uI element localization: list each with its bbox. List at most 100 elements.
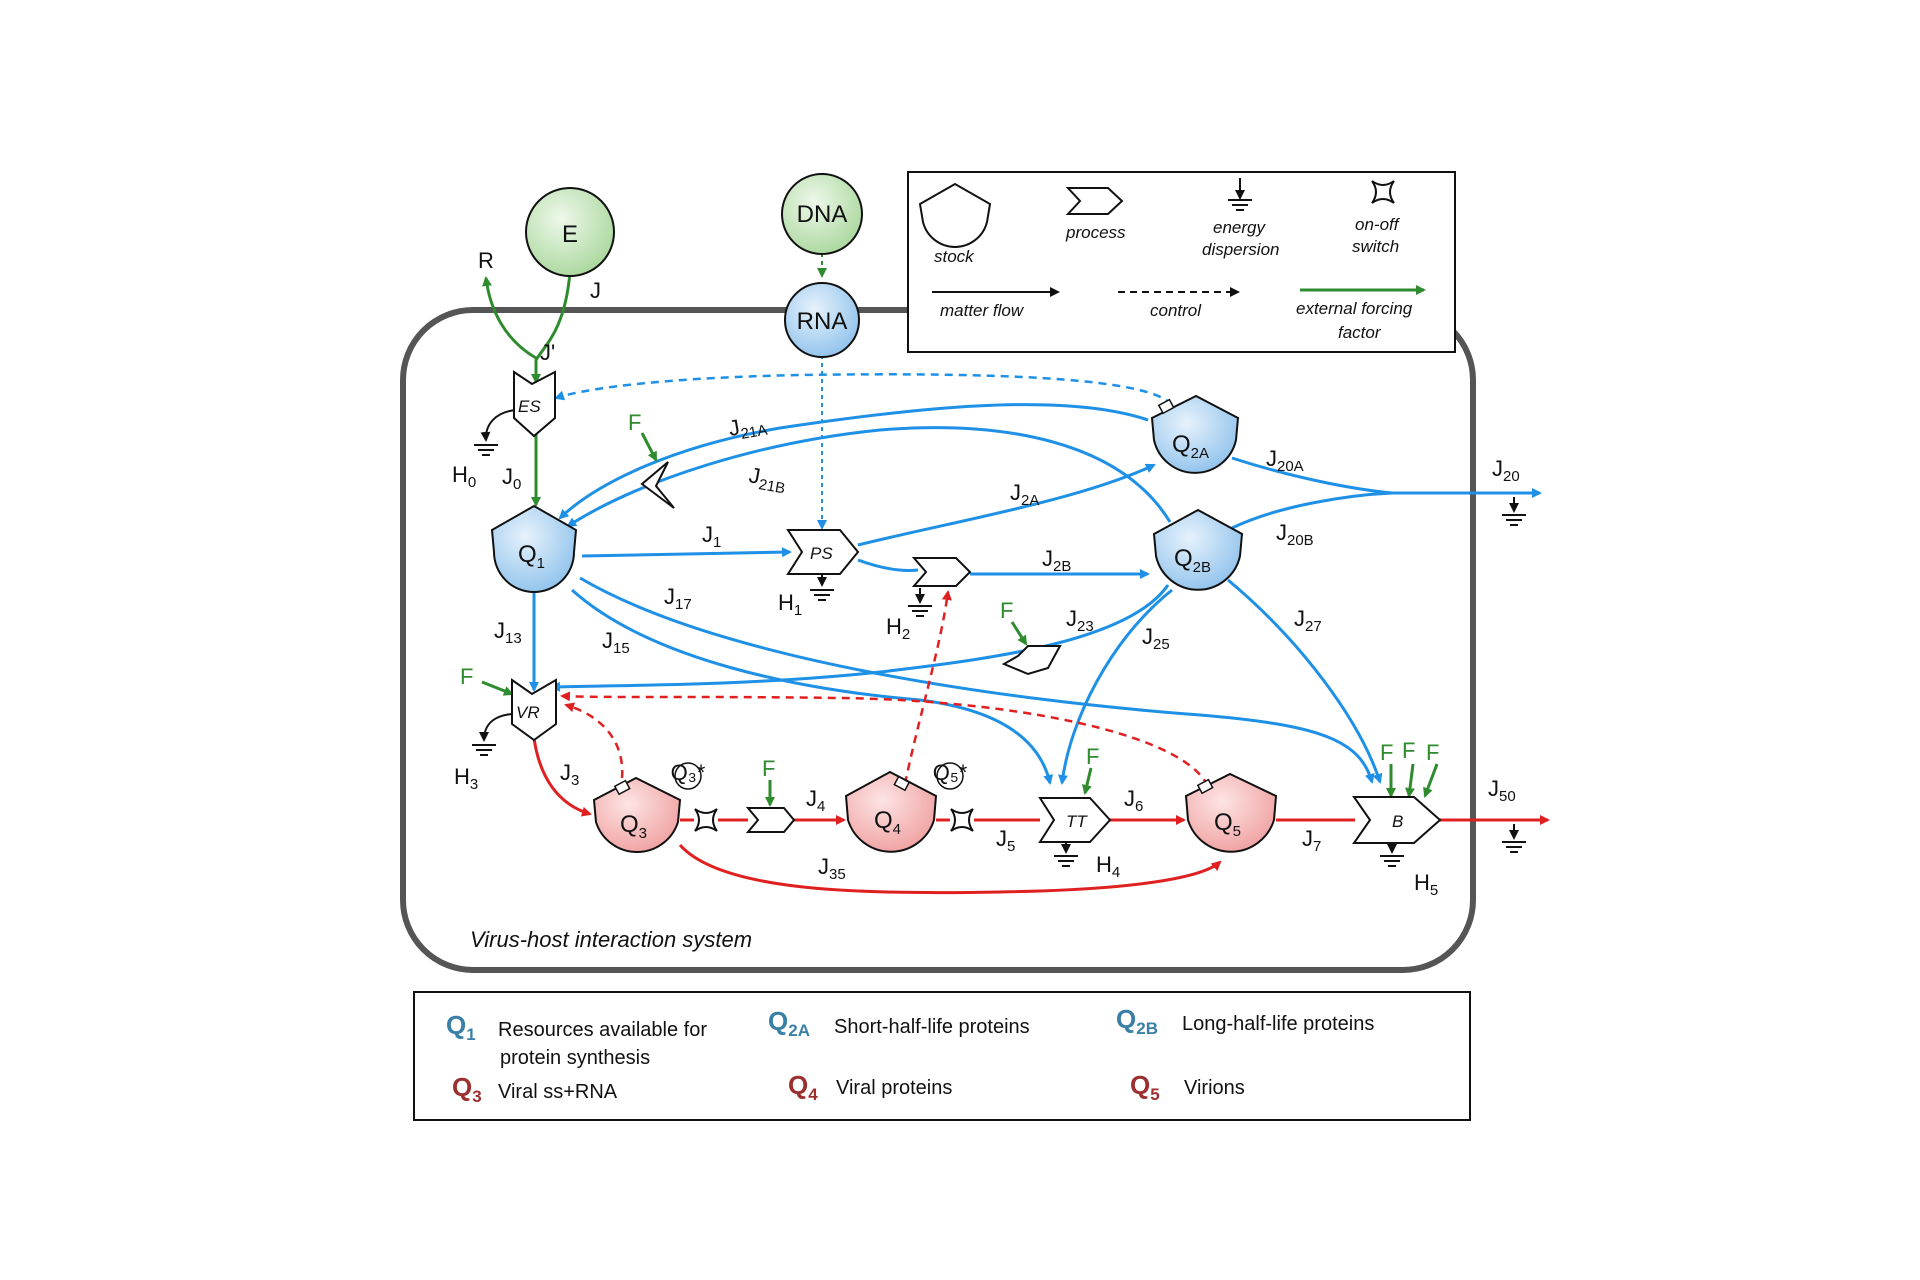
stock-Q4-label: Q4 xyxy=(874,807,901,838)
flow-J-E-to-ES xyxy=(531,271,572,384)
stock-Q2A xyxy=(1150,394,1240,474)
process-TT xyxy=(1038,797,1112,843)
process-J21 xyxy=(640,461,675,509)
label-J6: J6 xyxy=(1124,786,1143,815)
label-J20A: J20A xyxy=(1266,446,1304,475)
label-J21A: J21A xyxy=(727,410,769,445)
label-F-B-3: F xyxy=(1426,740,1439,765)
process-VR xyxy=(511,678,557,742)
stock-Q3-tab xyxy=(613,779,631,796)
forcing-arrow-B-2 xyxy=(1405,763,1415,798)
label-F-J23: F xyxy=(1000,598,1013,623)
key-q2a-symbol: Q2A xyxy=(768,1006,810,1040)
label-J50: J50 xyxy=(1488,776,1516,805)
label-F-J4: F xyxy=(762,756,775,781)
stock-Q4 xyxy=(844,770,938,853)
label-J35: J35 xyxy=(818,854,846,883)
switch-Q3 xyxy=(694,808,718,832)
flow-J25 xyxy=(1058,588,1173,785)
control-Q3-VR xyxy=(564,702,624,779)
switch-trigger-Q3star xyxy=(674,762,702,790)
key-q1-desc-1: Resources available for xyxy=(498,1019,707,1041)
heat-sink-J20 xyxy=(1501,497,1527,526)
switch-Q4 xyxy=(950,808,974,832)
heat-sink-J50 xyxy=(1501,824,1527,853)
label-H1: H1 xyxy=(778,590,802,619)
stock-Q4-tab xyxy=(893,775,911,792)
process-ES xyxy=(513,370,556,438)
process-J2B xyxy=(911,557,972,587)
node-RNA-label: RNA xyxy=(797,308,848,335)
process-VR-label: VR xyxy=(516,703,540,722)
label-R: R xyxy=(478,248,494,273)
source-DNA-label: DNA xyxy=(797,201,848,228)
variable-key: Q1 Resources available for protein synth… xyxy=(413,991,1471,1121)
stock-Q5-label: Q5 xyxy=(1214,809,1241,840)
stock-Q2A-tab xyxy=(1157,398,1175,415)
key-q1-symbol: Q1 xyxy=(446,1010,476,1044)
control-Q5-VR xyxy=(560,691,1210,787)
node-RNA xyxy=(784,282,860,358)
key-q2a-desc: Short-half-life proteins xyxy=(834,1016,1030,1038)
switch-trigger-Q5star xyxy=(936,762,964,790)
label-J7: J7 xyxy=(1302,826,1321,855)
stock-Q1 xyxy=(490,504,578,593)
key-q4-symbol: Q4 xyxy=(788,1070,818,1104)
source-E-label: E xyxy=(562,221,578,248)
process-J23 xyxy=(1001,645,1062,676)
flow-J1 xyxy=(581,547,792,558)
forcing-arrow-J23 xyxy=(1010,621,1028,646)
flow-J20A xyxy=(1231,456,1393,495)
stock-Q2B-label: Q2B xyxy=(1174,545,1211,576)
process-PS xyxy=(786,529,860,575)
stock-Q5-tab xyxy=(1196,778,1214,795)
flow-J17 xyxy=(579,576,1375,784)
label-J2B: J2B xyxy=(1042,546,1071,575)
key-q4-desc: Viral proteins xyxy=(836,1077,952,1099)
label-J2A: J2A xyxy=(1010,480,1039,509)
legend-matter-flow-label: matter flow xyxy=(940,301,1025,320)
flow-J21A xyxy=(558,403,1149,520)
label-J21B: J21B xyxy=(746,462,788,497)
heat-sink-J2B xyxy=(907,588,933,617)
legend-stock-label: stock xyxy=(934,247,975,266)
label-J15: J15 xyxy=(602,628,630,657)
label-H0: H0 xyxy=(452,462,476,491)
forcing-arrow-TT xyxy=(1082,767,1093,795)
label-F-TT: F xyxy=(1086,744,1099,769)
flow-R xyxy=(482,276,537,360)
legend-switch-label-1: on-off xyxy=(1355,215,1401,234)
heat-sink-VR xyxy=(471,713,513,756)
label-H4: H4 xyxy=(1096,852,1120,881)
label-J5: J5 xyxy=(996,826,1015,855)
flow-J35 xyxy=(678,844,1222,895)
label-J17: J17 xyxy=(664,584,692,613)
label-J25: J25 xyxy=(1142,624,1170,653)
forcing-arrow-process-J21 xyxy=(640,432,658,462)
label-H5: H5 xyxy=(1414,870,1438,899)
process-J4 xyxy=(745,807,796,833)
label-F-J21: F xyxy=(628,410,641,435)
process-B-label: B xyxy=(1392,812,1403,831)
flow-J3 xyxy=(532,737,592,817)
process-PS-label: PS xyxy=(810,544,833,563)
label-J13: J13 xyxy=(494,618,522,647)
key-q2b-symbol: Q2B xyxy=(1116,1004,1158,1038)
flow-J2B xyxy=(857,558,919,572)
label-H2: H2 xyxy=(886,614,910,643)
label-J20B: J20B xyxy=(1276,520,1314,549)
label-J3: J3 xyxy=(560,760,579,789)
label-F-VR: F xyxy=(460,664,473,689)
stock-Q1-label: Q1 xyxy=(518,541,545,572)
label-F-B-1: F xyxy=(1380,740,1393,765)
legend-energy-symbol xyxy=(1227,178,1253,211)
legend-external-label-1: external forcing xyxy=(1296,299,1413,318)
flow-J20B xyxy=(1231,491,1393,530)
flow-J2A xyxy=(857,463,1156,547)
control-Q2A-ES xyxy=(554,373,1173,406)
legend-external-label-2: factor xyxy=(1338,323,1382,342)
legend-switch-symbol xyxy=(1371,180,1395,204)
process-TT-label: TT xyxy=(1066,812,1088,831)
stock-Q2B xyxy=(1152,508,1244,591)
